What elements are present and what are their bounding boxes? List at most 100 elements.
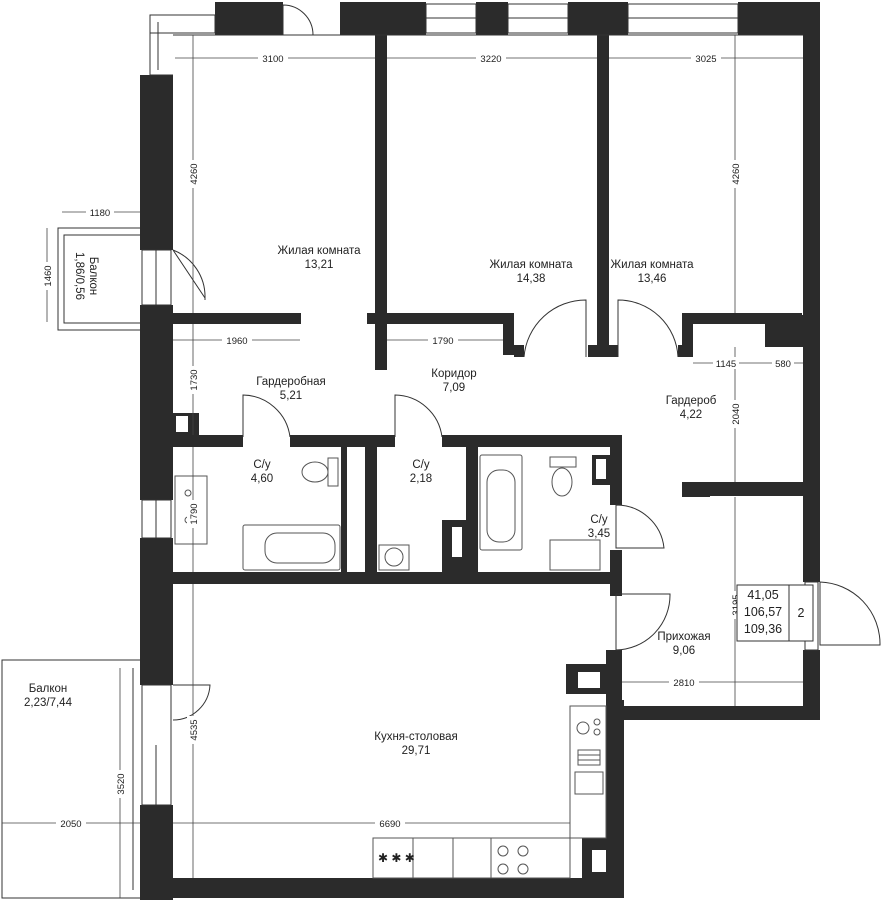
room-living2-area: 14,38 — [517, 273, 546, 285]
room-bath3-name: С/у — [590, 514, 608, 526]
dim-3100: 3100 — [262, 54, 283, 65]
summary-total-with-balconies: 109,36 — [744, 622, 782, 636]
wall-hall-left — [610, 582, 622, 596]
stove-burner-2 — [517, 845, 529, 857]
door-room2 — [523, 299, 587, 358]
wall-wardrobe-bottom-2 — [682, 482, 710, 497]
window-top-left — [149, 14, 216, 34]
wall-top-2 — [340, 2, 426, 35]
fixtures: ✱ ✱ ✱ — [174, 454, 607, 879]
wall-shaft-inner — [596, 459, 606, 479]
summary-box — [736, 584, 814, 642]
toilet-2-tank — [549, 456, 577, 468]
room-bath2-name: С/у — [412, 459, 430, 471]
wall-left-2 — [140, 305, 173, 500]
wall-kitchen-block-inner — [578, 672, 600, 688]
dim-2050: 2050 — [60, 819, 81, 830]
dim-1460: 1460 — [43, 265, 54, 286]
walls — [140, 2, 820, 900]
wall-wardrobe-left — [682, 313, 693, 357]
dim-2040: 2040 — [731, 403, 742, 424]
dim-580: 580 — [775, 359, 791, 370]
balcony-big-area: 2,23/7,44 — [24, 697, 73, 709]
kitchen-sink-icon-1 — [576, 721, 590, 735]
dim-1180: 1180 — [90, 208, 110, 219]
stove-burner-1 — [497, 845, 509, 857]
balcony-small-name: Балкон — [87, 257, 99, 296]
dim-1730: 1730 — [189, 369, 200, 390]
room-bath2-area: 2,18 — [410, 473, 432, 485]
room-bath3-area: 3,45 — [588, 528, 610, 540]
wall-bath-div-1 — [341, 447, 347, 572]
wall-left-3 — [140, 538, 173, 685]
room-dressing-name: Гардеробная — [256, 376, 326, 388]
summary-total-area: 106,57 — [744, 605, 782, 619]
wall-top-4 — [568, 2, 628, 35]
sink-double — [174, 475, 208, 545]
wall-right-bottom — [803, 650, 820, 718]
wall-bottom-right — [606, 700, 624, 898]
balcony-small-outline — [57, 227, 140, 331]
room-wardrobe-name: Гардероб — [666, 395, 717, 407]
bathtub-2-inner — [486, 469, 516, 543]
door-room3 — [617, 299, 679, 358]
balcony-small-inner — [63, 234, 140, 324]
dim-1790-bath: 1790 — [189, 503, 200, 524]
wall-door-jamb-2 — [588, 345, 618, 357]
bathtub-1-inner — [264, 532, 336, 564]
room-bath1-name: С/у — [253, 459, 271, 471]
room-dressing-area: 5,21 — [280, 390, 302, 402]
dim-4260-left: 4260 — [189, 163, 200, 184]
wall-wardrobe-bottom — [682, 482, 803, 496]
wall-right-upper — [803, 2, 820, 347]
room-bath1-area: 4,60 — [251, 473, 273, 485]
balconies — [1, 227, 140, 899]
door-hall — [615, 593, 671, 651]
dim-2810: 2810 — [673, 678, 694, 689]
toilet-1-tank — [327, 457, 339, 487]
wall-left-top — [140, 75, 173, 250]
room-corridor-area: 7,09 — [443, 382, 465, 394]
bathtub-1 — [242, 524, 341, 571]
room-living3-area: 13,46 — [638, 273, 667, 285]
kitchen-sink-icon-3 — [593, 728, 601, 736]
area-summary: 41,05 106,57 109,36 2 — [736, 584, 814, 642]
stove-burner-4 — [517, 863, 529, 875]
wall-corr-mid — [367, 313, 514, 324]
dim-3025: 3025 — [695, 54, 716, 65]
wall-bottom — [140, 878, 622, 898]
wall-top-3 — [476, 2, 508, 35]
balcony-big-name: Балкон — [29, 683, 68, 695]
kitchen-sink-icon-2 — [593, 718, 601, 726]
dimension-lines — [2, 35, 803, 898]
wall-right-mid — [803, 347, 820, 497]
toilet-2-bowl — [551, 467, 573, 497]
stove-burner-3 — [497, 863, 509, 875]
door-balcony-small — [172, 249, 206, 300]
wall-corr-mid-end — [503, 313, 514, 355]
kitchen-sink — [574, 771, 604, 795]
dim-4535: 4535 — [189, 719, 200, 740]
room-labels: Жилая комната 13,21 Жилая комната 14,38 … — [24, 245, 717, 757]
window-corner — [149, 15, 173, 76]
wall-kitchen-bottom-block-inner — [592, 850, 606, 872]
wall-bath-block-inner — [176, 416, 188, 432]
door-room1-entry — [282, 4, 314, 36]
wall-room1-room2 — [375, 35, 387, 370]
wall-bath3-right — [610, 447, 622, 505]
dim-3220: 3220 — [480, 54, 501, 65]
dim-1790-corr: 1790 — [432, 336, 453, 347]
wall-bath-div-3 — [466, 447, 478, 572]
wall-bath-top-1 — [173, 435, 243, 447]
door-dressing — [242, 394, 291, 438]
oven-stars: ✱ ✱ ✱ — [378, 851, 415, 865]
windows — [141, 3, 819, 806]
dim-1145: 1145 — [716, 359, 736, 370]
kitchen-counter-bottom — [372, 837, 571, 879]
wall-top-1 — [215, 2, 283, 35]
bathtub-2 — [479, 454, 523, 551]
wall-room2-room3 — [597, 35, 609, 357]
room-kitchen-area: 29,71 — [402, 745, 431, 757]
doors — [172, 4, 881, 721]
